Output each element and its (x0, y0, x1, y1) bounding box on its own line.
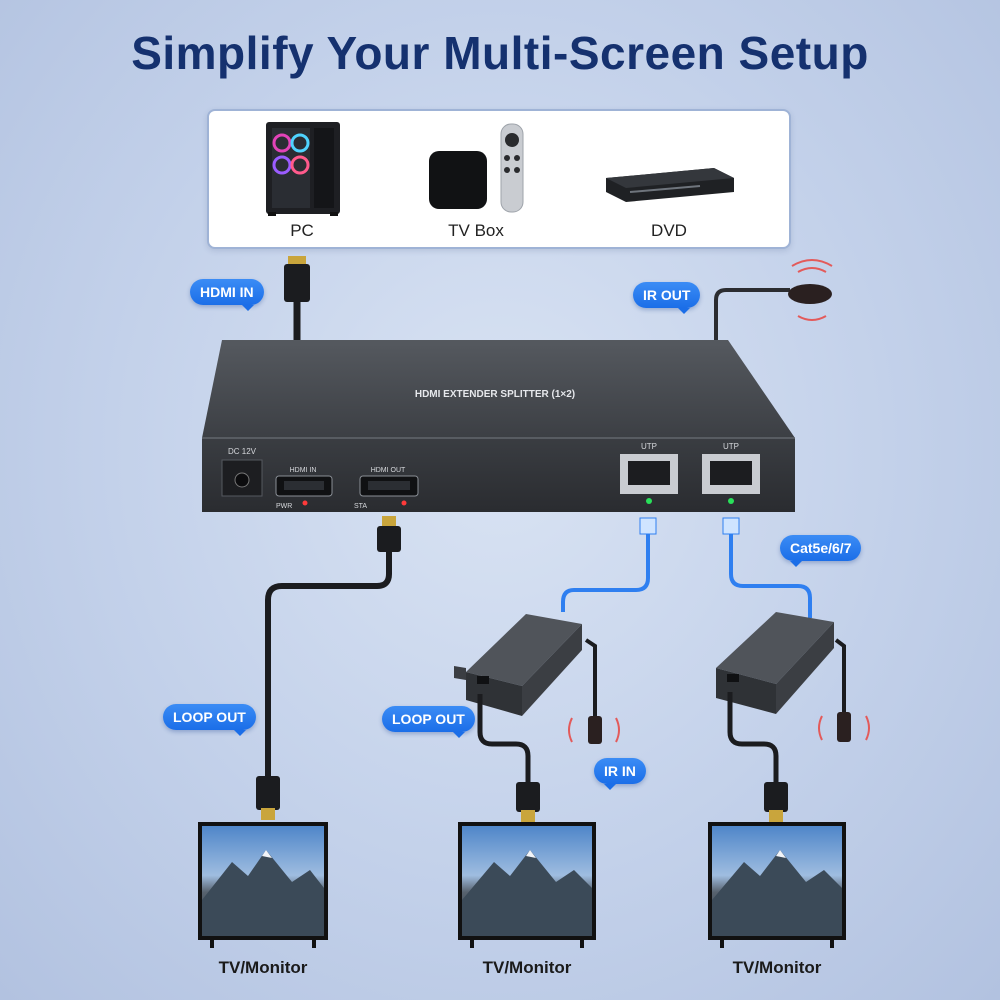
tv-monitor-1 (198, 822, 328, 948)
pwr-label: PWR (276, 503, 292, 510)
tv-box-icon (429, 123, 524, 213)
ir-out-cable (714, 259, 833, 340)
utp-port-1-label: UTP (641, 442, 657, 451)
network-cable-2 (722, 517, 812, 618)
hdmi-out-port-label: HDMI OUT (371, 467, 406, 474)
source-label-pc: PC (290, 221, 314, 240)
loop-out-cable-main (256, 516, 401, 820)
tv-label-1: TV/Monitor (218, 958, 308, 977)
page-title: Simplify Your Multi-Screen Setup (131, 27, 869, 79)
source-label-tv-box: TV Box (448, 221, 504, 240)
loop-out-tag-1: LOOP OUT (163, 704, 256, 736)
pc-tower-icon (266, 122, 340, 216)
loop-out-tag-2: LOOP OUT (382, 706, 475, 738)
tv-label-3: TV/Monitor (732, 958, 822, 977)
receiver-unit-2 (716, 612, 870, 742)
receiver-unit-1 (454, 614, 620, 744)
tv-label-2: TV/Monitor (482, 958, 572, 977)
dc-port-label: DC 12V (228, 447, 257, 456)
cat5e-tag: Cat5e/6/7 (780, 535, 862, 567)
utp-port-2-label: UTP (723, 442, 739, 451)
ir-out-tag: IR OUT (633, 282, 701, 314)
tv-monitor-3 (708, 822, 846, 948)
loop-out-cable-2 (727, 692, 788, 822)
device-name-label: HDMI EXTENDER SPLITTER (1×2) (415, 389, 575, 400)
network-cable-1 (561, 517, 657, 612)
tv-monitor-2 (458, 822, 596, 948)
hdmi-in-tag: HDMI IN (190, 279, 264, 311)
sta-label: STA (354, 503, 367, 510)
loop-out-cable-1 (477, 694, 540, 822)
hdmi-in-port-label: HDMI IN (290, 467, 317, 474)
hdmi-extender-splitter-device: HDMI EXTENDER SPLITTER (1×2) DC 12V HDMI… (202, 340, 795, 512)
dvd-player-icon (606, 168, 734, 202)
source-label-dvd: DVD (651, 221, 687, 240)
ir-in-tag: IR IN (594, 758, 646, 790)
